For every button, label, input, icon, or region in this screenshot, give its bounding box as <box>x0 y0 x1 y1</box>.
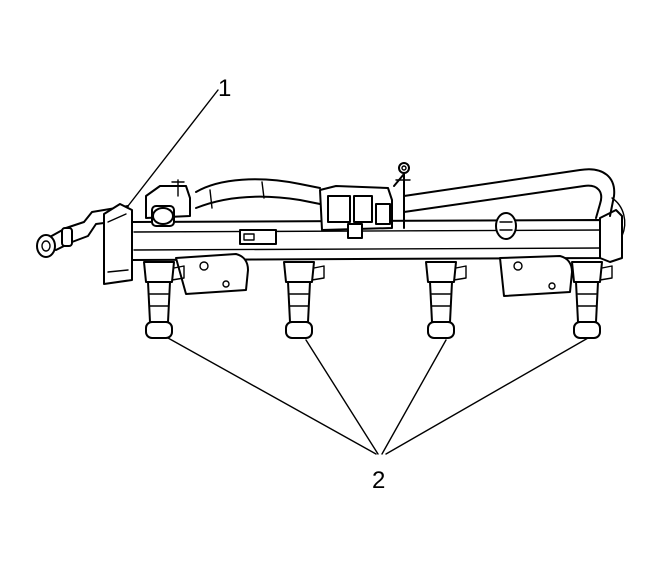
return-hose <box>195 168 626 237</box>
fuel-injector-2 <box>283 261 325 339</box>
fuel-rail <box>131 209 623 263</box>
rail-end-block <box>103 203 133 285</box>
leader-lines-2 <box>167 337 589 455</box>
fuel-injector-4 <box>571 261 613 339</box>
fuel-injector-3 <box>425 261 467 339</box>
center-connector <box>319 162 411 239</box>
fuel-injector-1 <box>143 261 185 339</box>
mounting-bracket-left <box>175 253 249 295</box>
callout-label-2: 2 <box>372 467 385 494</box>
pressure-regulator <box>145 179 191 227</box>
mounting-bracket-right <box>499 255 573 297</box>
leader-line-1 <box>127 89 219 207</box>
callout-label-1: 1 <box>218 75 231 102</box>
